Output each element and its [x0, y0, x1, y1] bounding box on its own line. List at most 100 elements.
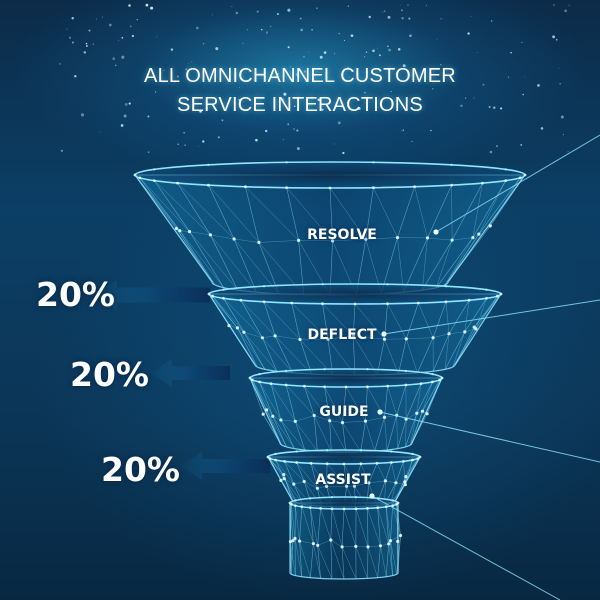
- mesh-node: [354, 544, 358, 549]
- mesh-node: [290, 301, 294, 305]
- mesh-node: [386, 283, 389, 286]
- mesh-node: [321, 283, 324, 286]
- title-line-2: SERVICE INTERACTIONS: [177, 94, 423, 116]
- mesh-line: [189, 231, 211, 236]
- mesh-line: [139, 177, 181, 231]
- star-dot: [108, 23, 112, 27]
- star-dot: [123, 114, 127, 118]
- mesh-line: [432, 301, 447, 338]
- star-dot: [488, 106, 491, 108]
- mesh-node: [324, 484, 329, 488]
- mesh-node: [297, 238, 301, 242]
- mesh-line: [396, 384, 407, 416]
- mesh-line: [228, 325, 258, 368]
- star-dot: [401, 17, 404, 20]
- star-dot: [242, 42, 244, 44]
- mesh-line: [478, 177, 521, 235]
- diagram-title: ALL OMNICHANNEL CUSTOMER SERVICE INTERAC…: [120, 62, 480, 120]
- mesh-line: [422, 379, 440, 412]
- mesh-line: [406, 302, 419, 339]
- mesh-line: [377, 507, 381, 546]
- mesh-node: [391, 504, 395, 507]
- mesh-line: [330, 539, 333, 579]
- mesh-node: [292, 482, 296, 486]
- mesh-line: [391, 462, 397, 483]
- star-dot: [83, 51, 86, 54]
- mesh-line: [444, 237, 474, 286]
- star-dot: [379, 54, 381, 57]
- mesh-node: [351, 334, 355, 338]
- mesh-line: [385, 506, 389, 544]
- mesh-line: [342, 420, 366, 423]
- mesh-line: [342, 422, 361, 452]
- mesh-line: [237, 327, 266, 370]
- star-dot: [368, 15, 371, 19]
- star-dot: [287, 123, 290, 126]
- mesh-node: [342, 462, 346, 466]
- mesh-line: [354, 463, 362, 487]
- mesh-line: [208, 184, 260, 243]
- star-dot: [460, 104, 463, 108]
- star-dot: [185, 68, 188, 71]
- mesh-line: [228, 325, 256, 366]
- star-dot: [408, 17, 411, 20]
- mesh-line: [403, 237, 428, 293]
- mesh-node: [382, 337, 387, 341]
- star-dot: [147, 151, 150, 154]
- star-dot: [293, 105, 296, 107]
- star-dot: [334, 143, 336, 145]
- mesh-line: [322, 303, 354, 337]
- mesh-line: [384, 386, 388, 418]
- star-dot: [121, 36, 124, 39]
- mesh-line: [422, 237, 428, 291]
- mesh-node: [248, 376, 252, 380]
- mesh-line: [262, 337, 278, 372]
- star-dot: [85, 45, 88, 47]
- mesh-node: [326, 337, 330, 341]
- mesh-node: [419, 382, 423, 385]
- stage-label-resolve: RESOLVE: [307, 227, 377, 243]
- star-dot: [163, 69, 165, 72]
- star-dot: [311, 28, 313, 31]
- mesh-line: [367, 508, 369, 547]
- star-dot: [317, 98, 321, 102]
- star-dot: [363, 91, 366, 94]
- mesh-line: [134, 174, 177, 229]
- star-dot: [440, 18, 442, 20]
- mesh-node: [211, 294, 215, 298]
- star-dot: [555, 38, 558, 41]
- star-dot: [407, 4, 409, 6]
- star-dot: [321, 108, 324, 111]
- funnel-tier: [248, 368, 444, 453]
- star-dot: [221, 119, 224, 122]
- mesh-node: [523, 173, 527, 177]
- mesh-line: [405, 413, 418, 448]
- mesh-node: [404, 337, 408, 341]
- star-dot: [397, 48, 401, 51]
- star-dot: [276, 72, 280, 76]
- star-dot: [156, 36, 158, 38]
- mesh-node: [438, 378, 441, 382]
- mesh-line: [341, 546, 345, 580]
- pointer-dot: [381, 331, 387, 337]
- mesh-node: [504, 168, 507, 171]
- mesh-line: [329, 420, 332, 452]
- mesh-node: [376, 506, 380, 510]
- pointer-line: [383, 299, 600, 335]
- star-dot: [347, 5, 350, 7]
- star-dot: [493, 106, 496, 109]
- mesh-line: [259, 381, 274, 417]
- mesh-node: [294, 499, 297, 502]
- mesh-line: [416, 383, 422, 414]
- mesh-line: [398, 338, 407, 375]
- mesh-node: [440, 376, 444, 380]
- mesh-node: [251, 378, 254, 382]
- star-dot: [256, 10, 259, 13]
- star-dot: [276, 12, 279, 16]
- mesh-line: [360, 463, 370, 483]
- mesh-line: [405, 458, 419, 477]
- mesh-line: [451, 182, 483, 241]
- tier-rim: [249, 368, 443, 388]
- mesh-line: [289, 502, 294, 541]
- star-dot: [402, 129, 404, 131]
